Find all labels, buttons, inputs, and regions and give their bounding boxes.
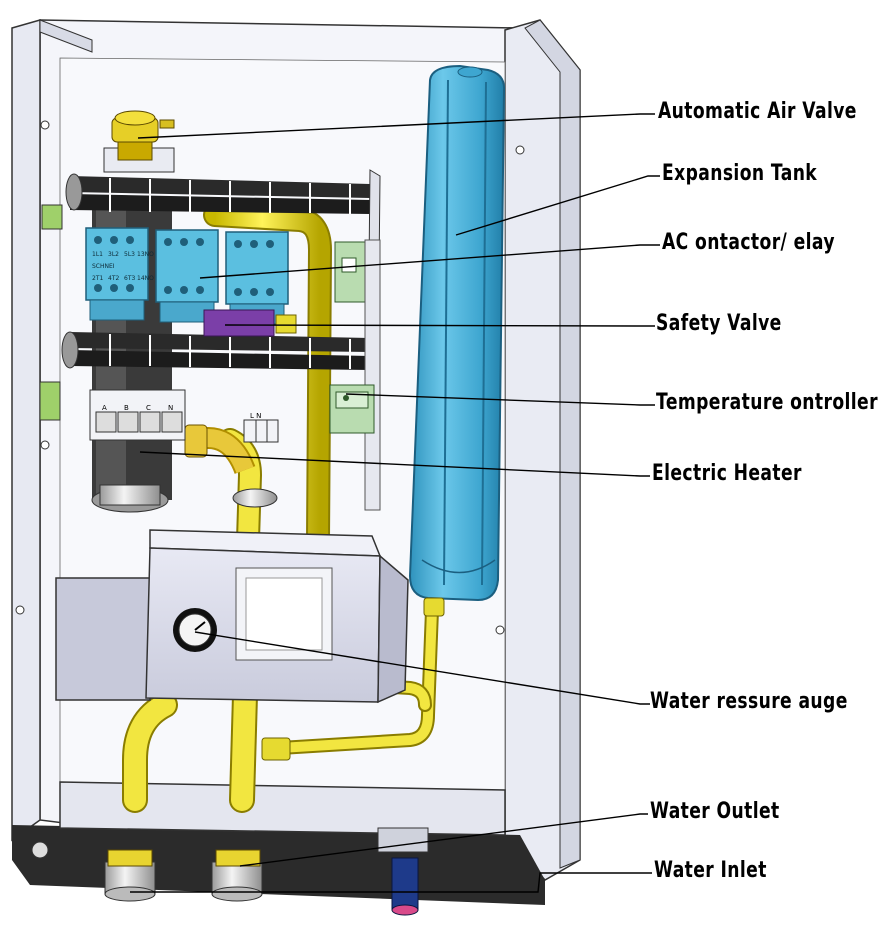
air-valve-part — [103, 110, 175, 173]
contactor-1 — [85, 227, 149, 321]
label-water-outlet: Water Outlet — [650, 799, 780, 824]
label-automatic-air-valve: Automatic Air Valve — [658, 99, 857, 124]
label-expansion-tank: Expansion Tank — [662, 161, 818, 186]
contactor-mark: 6T3 — [124, 275, 135, 282]
busbar-bottom — [61, 331, 370, 370]
pipe-fitting — [423, 597, 445, 617]
contactor-mark: SCHNEI — [92, 263, 115, 270]
terminal-phase: A — [102, 404, 107, 412]
contactor-mark: 14NO — [137, 275, 154, 282]
safety-valve-fitting — [275, 314, 297, 334]
contactor-mark: 13NO — [137, 251, 154, 258]
relay-upper — [334, 239, 381, 511]
label-water-inlet: Water Inlet — [654, 858, 767, 883]
control-box — [55, 529, 409, 704]
terminal-phase: N — [168, 404, 173, 412]
contactor-2 — [155, 229, 219, 323]
terminal-ln: L N — [250, 412, 261, 420]
pipe-fitting — [261, 737, 291, 761]
label-safety-valve: Safety Valve — [656, 311, 782, 336]
pipes — [122, 203, 439, 813]
busbar-clips — [109, 178, 351, 369]
label-water-pressure-gauge: Water ressure auge — [650, 689, 848, 714]
terminal-block: A B C N L N — [89, 389, 279, 443]
terminal-phase: C — [146, 404, 151, 412]
label-electric-heater: Electric Heater — [652, 461, 802, 486]
temp-controller-part — [329, 384, 375, 434]
contactor-mark: 3L2 — [108, 251, 119, 258]
bottom-connectors — [104, 827, 429, 916]
label-temperature-controller: Temperature ontroller — [656, 390, 878, 415]
contactor-3 — [225, 231, 289, 325]
terminal-phase: B — [124, 404, 129, 412]
contactor-mark: 4T2 — [108, 275, 119, 282]
contactor-mark: 5L3 — [124, 251, 135, 258]
busbar-top — [65, 173, 370, 214]
safety-valve-part — [203, 309, 275, 337]
contactor-mark: 1L1 — [92, 251, 103, 258]
leader-lines — [130, 113, 660, 893]
contactor-mark: 2T1 — [92, 275, 103, 282]
label-ac-contactor-relay: AC ontactor/ elay — [662, 230, 835, 255]
